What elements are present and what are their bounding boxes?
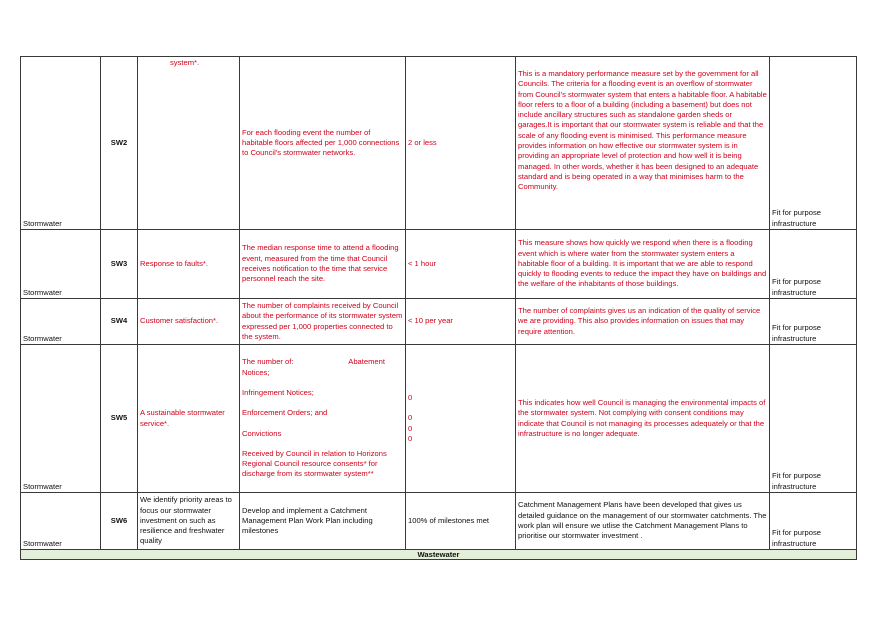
measure-cell: The median response time to attend a flo… (239, 229, 406, 299)
measure-item: Infringement Notices; (242, 387, 314, 397)
target-cell: < 1 hour (405, 229, 516, 299)
table-row-sw3: Stormwater SW3 Response to faults*. The … (20, 229, 857, 299)
target-value: 0 (408, 423, 413, 433)
code-label: SW5 (110, 413, 128, 423)
attribute-cell: Customer satisfaction*. (137, 298, 240, 345)
code-label: SW4 (110, 316, 128, 326)
table-row-sw6: Stormwater SW6 We identify priority area… (20, 492, 857, 550)
group-cell: Stormwater (20, 56, 101, 230)
category-cell: Fit for purpose infrastructure (769, 344, 857, 493)
measure-item-abatement-tail: Notices; (242, 367, 270, 377)
group-label: Stormwater (23, 538, 62, 548)
measure-text: The number of complaints received by Cou… (242, 300, 403, 341)
code-cell: SW5 (100, 344, 138, 493)
target-cell: 0 0 0 0 (405, 344, 516, 493)
rationale-cell: This is a mandatory performance measure … (515, 56, 770, 230)
levels-of-service-table: Stormwater SW2 system*. For each floodin… (20, 56, 857, 560)
measure-item: Convictions (242, 428, 282, 438)
group-label: Stormwater (23, 218, 62, 228)
measure-text: Develop and implement a Catchment Manage… (242, 505, 373, 536)
attribute-text: We identify priority areas to focus our … (140, 495, 232, 546)
rationale-text: Catchment Management Plans have been dev… (518, 500, 767, 541)
table-row-sw4: Stormwater SW4 Customer satisfaction*. T… (20, 298, 857, 345)
measure-intro: The number of: (242, 357, 294, 367)
attribute-cell: A sustainable stormwater service*. (137, 344, 240, 493)
category-text: Fit for purpose infrastructure (772, 471, 821, 491)
rationale-text: This is a mandatory performance measure … (518, 69, 767, 192)
code-label: SW2 (110, 137, 128, 147)
attribute-cell: system*. (137, 56, 240, 230)
attribute-cell: We identify priority areas to focus our … (137, 492, 240, 550)
category-cell: Fit for purpose infrastructure (769, 56, 857, 230)
measure-item-abatement-head: Abatement (348, 357, 385, 367)
rationale-text: This measure shows how quickly we respon… (518, 238, 767, 289)
attribute-cell: Response to faults*. (137, 229, 240, 299)
rationale-text: The number of complaints gives us an ind… (518, 306, 761, 336)
code-cell: SW3 (100, 229, 138, 299)
code-cell: SW4 (100, 298, 138, 345)
section-band: Wastewater (20, 549, 857, 560)
section-band-row: Wastewater (20, 549, 857, 560)
group-cell: Stormwater (20, 492, 101, 550)
group-cell: Stormwater (20, 298, 101, 345)
group-cell: Stormwater (20, 344, 101, 493)
category-text: Fit for purpose infrastructure (772, 323, 821, 343)
group-cell: Stormwater (20, 229, 101, 299)
measure-item: Enforcement Orders; and (242, 408, 328, 418)
measure-cell: For each flooding event the number of ha… (239, 56, 406, 230)
category-cell: Fit for purpose infrastructure (769, 298, 857, 345)
category-cell: Fit for purpose infrastructure (769, 492, 857, 550)
category-text: Fit for purpose infrastructure (772, 277, 821, 297)
target-cell: 100% of milestones met (405, 492, 516, 550)
target-value: 0 (408, 392, 413, 402)
measure-cell: The number of: Abatement Notices; Infrin… (239, 344, 406, 493)
table-row-sw5: Stormwater SW5 A sustainable stormwater … (20, 344, 857, 493)
code-label: SW6 (110, 515, 128, 525)
rationale-text: This indicates how well Council is manag… (518, 397, 766, 438)
attribute-text: system*. (170, 58, 200, 67)
rationale-cell: Catchment Management Plans have been dev… (515, 492, 770, 550)
table-row-sw2: Stormwater SW2 system*. For each floodin… (20, 56, 857, 230)
target-text: < 1 hour (408, 258, 437, 268)
target-text: < 10 per year (408, 316, 453, 326)
measure-intro-line: The number of: Abatement (242, 357, 403, 367)
section-band-label: Wastewater (417, 550, 460, 559)
measure-cell: Develop and implement a Catchment Manage… (239, 492, 406, 550)
measure-text: The median response time to attend a flo… (242, 243, 399, 284)
target-cell: < 10 per year (405, 298, 516, 345)
rationale-cell: This indicates how well Council is manag… (515, 344, 770, 493)
measure-cell: The number of complaints received by Cou… (239, 298, 406, 345)
code-cell: SW6 (100, 492, 138, 550)
group-label: Stormwater (23, 287, 62, 297)
target-cell: 2 or less (405, 56, 516, 230)
measure-outro: Received by Council in relation to Horiz… (242, 448, 387, 479)
category-text: Fit for purpose infrastructure (772, 208, 821, 228)
group-label: Stormwater (23, 333, 62, 343)
category-text: Fit for purpose infrastructure (772, 528, 821, 548)
target-value: 0 (408, 433, 413, 443)
attribute-text: Customer satisfaction*. (140, 316, 219, 326)
target-value: 0 (408, 413, 413, 423)
rationale-cell: This measure shows how quickly we respon… (515, 229, 770, 299)
attribute-text: Response to faults*. (140, 258, 208, 268)
attribute-text: A sustainable stormwater service*. (140, 408, 225, 428)
target-text: 2 or less (408, 137, 437, 147)
measure-text: For each flooding event the number of ha… (242, 127, 400, 158)
target-text: 100% of milestones met (408, 515, 490, 525)
group-label: Stormwater (23, 481, 62, 491)
code-cell: SW2 (100, 56, 138, 230)
category-cell: Fit for purpose infrastructure (769, 229, 857, 299)
rationale-cell: The number of complaints gives us an ind… (515, 298, 770, 345)
code-label: SW3 (110, 258, 128, 268)
